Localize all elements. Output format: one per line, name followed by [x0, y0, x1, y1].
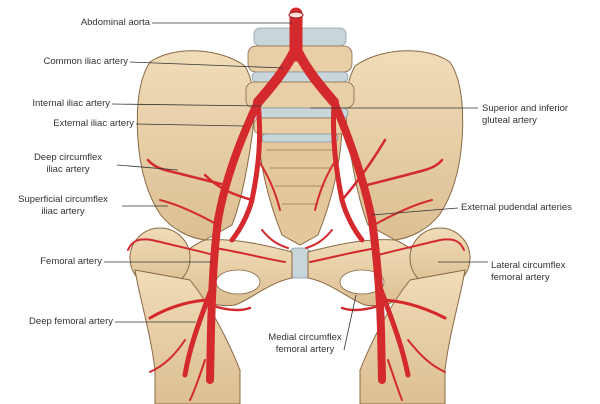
label-deep-circumflex-iliac-artery: Deep circumflex iliac artery: [33, 152, 103, 175]
label-abdominal-aorta: Abdominal aorta: [80, 17, 150, 28]
label-superior-inferior-gluteal-artery: Superior and inferior gluteal artery: [482, 103, 569, 126]
label-external-iliac-artery: External iliac artery: [53, 118, 134, 129]
label-deep-femoral-artery: Deep femoral artery: [29, 316, 113, 327]
common-iliac-right: [293, 47, 339, 107]
label-medial-circumflex-femoral-artery: Medial circumflex femoral artery: [268, 332, 342, 355]
label-internal-iliac-artery: Internal iliac artery: [32, 98, 110, 109]
right-ilium: [345, 50, 464, 241]
label-common-iliac-artery: Common iliac artery: [43, 56, 128, 67]
label-superficial-circumflex-iliac-artery: Superficial circumflex iliac artery: [18, 194, 108, 217]
label-lateral-circumflex-femoral-artery: Lateral circumflex femoral artery: [491, 260, 566, 283]
label-femoral-artery: Femoral artery: [40, 256, 102, 267]
label-external-pudendal-arteries: External pudendal arteries: [461, 202, 572, 213]
pubic-symphysis: [289, 247, 311, 279]
leader-lines: [104, 22, 488, 351]
arteries: [127, 7, 465, 401]
common-iliac-left: [253, 47, 299, 107]
